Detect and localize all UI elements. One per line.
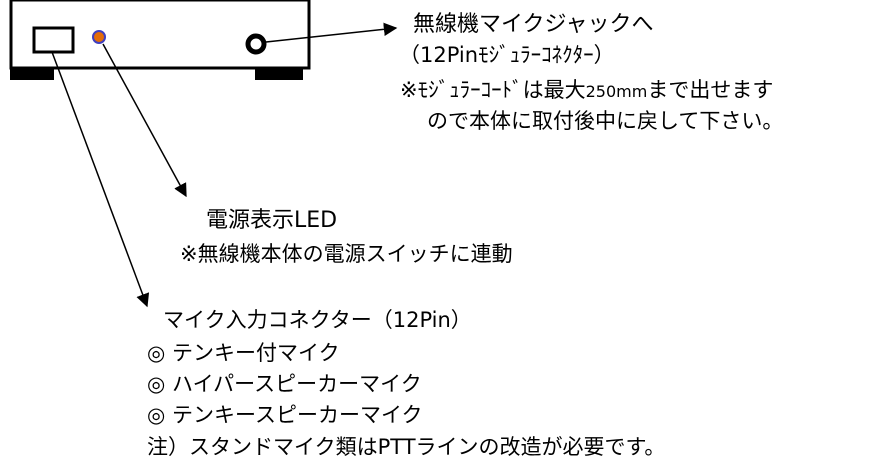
mic-jack-label: 無線機マイクジャックへ — [413, 12, 654, 37]
footnote: 注）スタンドマイク類はPTTラインの改造が必要です。 — [147, 435, 666, 459]
compatible-mic-item: ◎ テンキー付マイク — [147, 341, 340, 365]
compatible-mic-item: ◎ テンキースピーカーマイク — [147, 403, 423, 427]
cord-note-prefix: ※ﾓｼﾞｭﾗｰｺｰﾄﾞは最大 — [400, 78, 586, 102]
compatible-mic-item: ◎ ハイパースピーカーマイク — [147, 372, 422, 396]
cord-note-suffix: まで出せます — [647, 78, 774, 102]
arrow-to-led-label — [102, 43, 187, 198]
device-foot-right — [255, 68, 303, 80]
cord-note-line-1: ※ﾓｼﾞｭﾗｰｺｰﾄﾞは最大250mmまで出せます — [400, 80, 773, 101]
mic-jack-port — [245, 33, 267, 55]
device-foot-left — [10, 68, 54, 80]
cord-note-length: 250mm — [585, 82, 648, 101]
arrow-to-input-label — [51, 51, 150, 308]
connector-spec: （12Pinﾓｼﾞｭﾗｰｺﾈｸﾀｰ） — [399, 43, 615, 67]
power-led — [92, 30, 106, 44]
input-connector-label: マイク入力コネクター（12Pin） — [163, 308, 472, 332]
arrow-to-radio-jack — [265, 22, 398, 43]
cord-note-line-2: ので本体に取付後中に戻して下さい。 — [427, 109, 784, 133]
mic-input-connector — [32, 26, 75, 54]
led-label: 電源表示LED — [206, 208, 338, 233]
led-note: ※無線機本体の電源スイッチに連動 — [180, 242, 513, 266]
